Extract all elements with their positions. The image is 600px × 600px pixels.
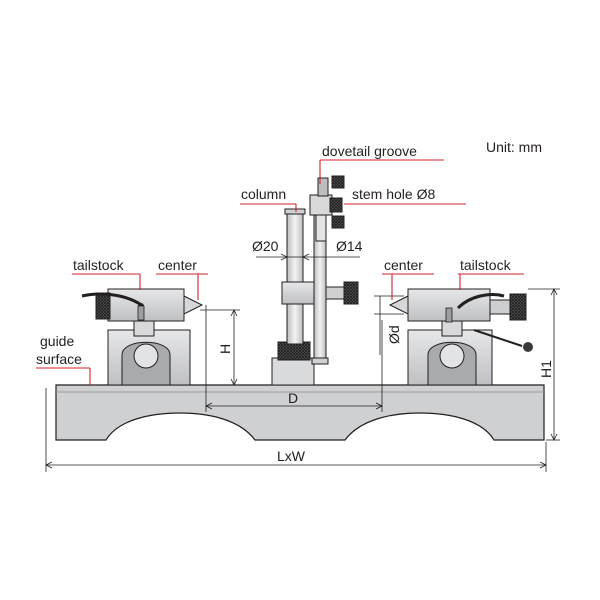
right-tailstock (388, 288, 533, 386)
column-stand (271, 175, 359, 386)
dimensions (45, 230, 560, 472)
label-surface: surface (36, 351, 82, 367)
label-center-right: center (384, 257, 423, 273)
dim-H: H (217, 344, 233, 354)
label-dovetail-groove: dovetail groove (322, 143, 417, 159)
label-tailstock-right: tailstock (460, 257, 512, 273)
label-d14: Ø14 (336, 238, 363, 254)
label-tailstock-left: tailstock (73, 257, 125, 273)
left-tailstock (81, 288, 204, 386)
dim-H1: H1 (538, 360, 554, 378)
labels: Unit: mm dovetail groove column stem hol… (36, 139, 554, 464)
dim-Od: Ød (386, 325, 402, 344)
dim-D: D (288, 390, 298, 406)
base (55, 384, 545, 441)
dim-LxW: LxW (277, 448, 306, 464)
label-center-left: center (158, 257, 197, 273)
label-guide: guide (40, 333, 74, 349)
label-stem-hole: stem hole Ø8 (352, 186, 435, 202)
callout-lines (36, 159, 524, 385)
label-column: column (241, 186, 286, 202)
unit-label: Unit: mm (486, 139, 542, 155)
label-d20: Ø20 (252, 238, 279, 254)
